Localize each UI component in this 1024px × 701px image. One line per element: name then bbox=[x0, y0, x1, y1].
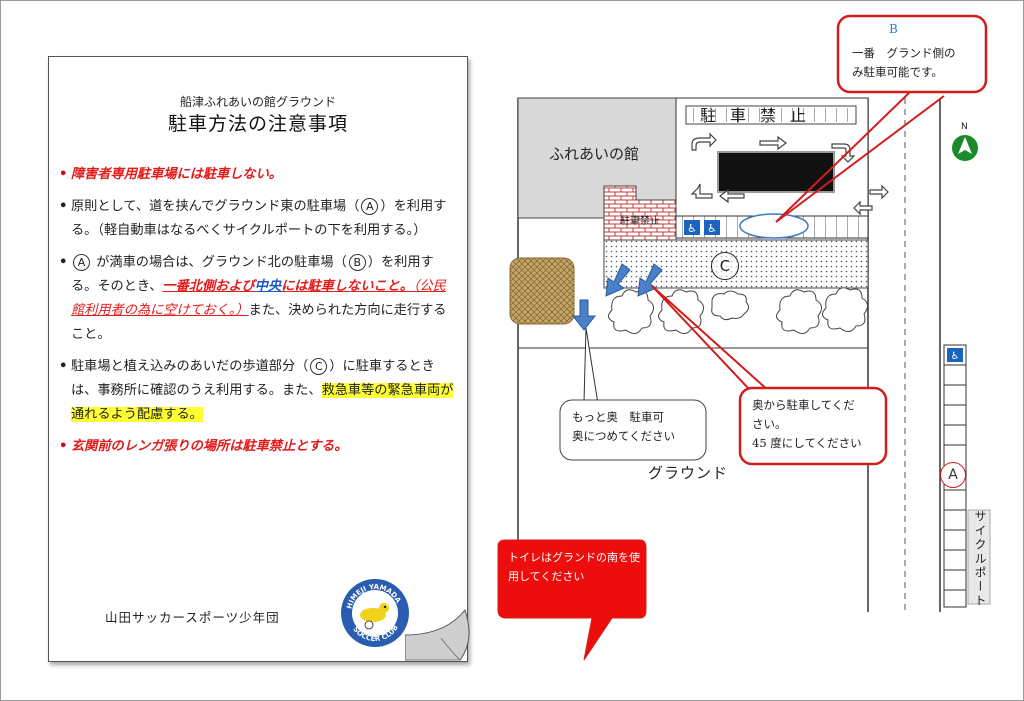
area-a-mark: A bbox=[940, 462, 966, 488]
notice-title: 駐車方法の注意事項 bbox=[167, 113, 348, 135]
circle-mark: B bbox=[348, 254, 366, 271]
circle-mark: C bbox=[310, 358, 328, 375]
rule4-text-b: ）に駐車するときは、事務所に確認のうえ利用する。また、 bbox=[71, 359, 435, 398]
no-parking-sign: 駐車禁止 bbox=[700, 106, 821, 125]
fureai-building bbox=[517, 97, 677, 219]
svg-text:♿: ♿ bbox=[687, 222, 697, 235]
toilet-note: トイレはグランドの南を使用してください bbox=[508, 551, 640, 583]
rule3-text-c: また、決められた方向に走行すること。 bbox=[71, 303, 447, 342]
rule-item: • A が満車の場合は、グラウンド北の駐車場（B）を利用する。そのとき、一番北側… bbox=[59, 254, 447, 342]
cycle-port-label: サイクルポート bbox=[973, 510, 987, 608]
rule1-text: 障害者専用駐車場には駐車しない。 bbox=[71, 167, 282, 182]
callout-b-title: B bbox=[889, 22, 898, 36]
building-label: ふれあいの館 bbox=[549, 145, 640, 163]
svg-text:♿: ♿ bbox=[951, 351, 960, 362]
notice-subtitle: 船津ふれあいの館グラウンド bbox=[179, 95, 336, 109]
page-curl bbox=[405, 608, 470, 661]
brick-no-parking-label: 駐車禁止 bbox=[620, 216, 660, 227]
rule3-red-c: （公民館利用者の為に空けておく。） bbox=[71, 279, 446, 318]
svg-text:♿: ♿ bbox=[707, 222, 717, 235]
area-c-mark: C bbox=[711, 252, 739, 280]
rule3-text-b: ）を利用する。そのとき、 bbox=[71, 255, 434, 294]
notice-paper: 船津ふれあいの館グラウンド 駐車方法の注意事項 • 障害者専用駐車場には駐車しな… bbox=[48, 56, 468, 662]
rule-item: • 原則として、道を挟んでグラウンド東の駐車場（A）を利用する。（軽自動車はなる… bbox=[59, 198, 447, 238]
rule-item: • 障害者専用駐車場には駐車しない。 bbox=[59, 167, 282, 182]
rule3-blue: 中央 bbox=[254, 279, 282, 294]
compass-north-label: N bbox=[961, 122, 968, 132]
circle-mark: A bbox=[361, 198, 379, 215]
rule3-text-a: が満車の場合は、グラウンド北の駐車場（ bbox=[96, 255, 347, 270]
rule2-text-a: 原則として、道を挟んでグラウンド東の駐車場（ bbox=[71, 199, 360, 214]
circle-mark: A bbox=[73, 254, 90, 271]
rule-item: • 駐車場と植え込みのあいだの歩道部分（C）に駐車するときは、事務所に確認のうえ… bbox=[59, 358, 454, 422]
rule-item: • 玄関前のレンガ張りの場所は駐車禁止とする。 bbox=[59, 439, 348, 454]
club-logo: HIMEJI YAMADA SOCCER CLUB bbox=[339, 577, 411, 649]
rule3-red-b: には駐車しないこと。 bbox=[281, 279, 413, 294]
rule4-text-a: 駐車場と植え込みのあいだの歩道部分（ bbox=[71, 359, 309, 374]
callout-b-text: 一番 グランド側の み駐車可能です。 bbox=[852, 46, 956, 79]
rule2-text-b: ）を利用する。（軽自動車はなるべくサイクルポートの下を利用する。） bbox=[71, 199, 447, 238]
callout-back-text: 奥から駐車してくだ さい。 45 度にしてください bbox=[752, 398, 862, 450]
callout-more-text: もっと奥 駐車可 奥につめてください bbox=[572, 410, 676, 443]
rule3-red-a: 一番北側および bbox=[162, 279, 255, 294]
club-name: 山田サッカースポーツ少年団 bbox=[105, 610, 280, 625]
rule5-text: 玄関前のレンガ張りの場所は駐車禁止とする。 bbox=[71, 439, 348, 454]
ground-label: グラウンド bbox=[648, 464, 729, 482]
rules-list: • 障害者専用駐車場には駐車しない。 • 原則として、道を挟んでグラウンド東の駐… bbox=[57, 163, 457, 467]
